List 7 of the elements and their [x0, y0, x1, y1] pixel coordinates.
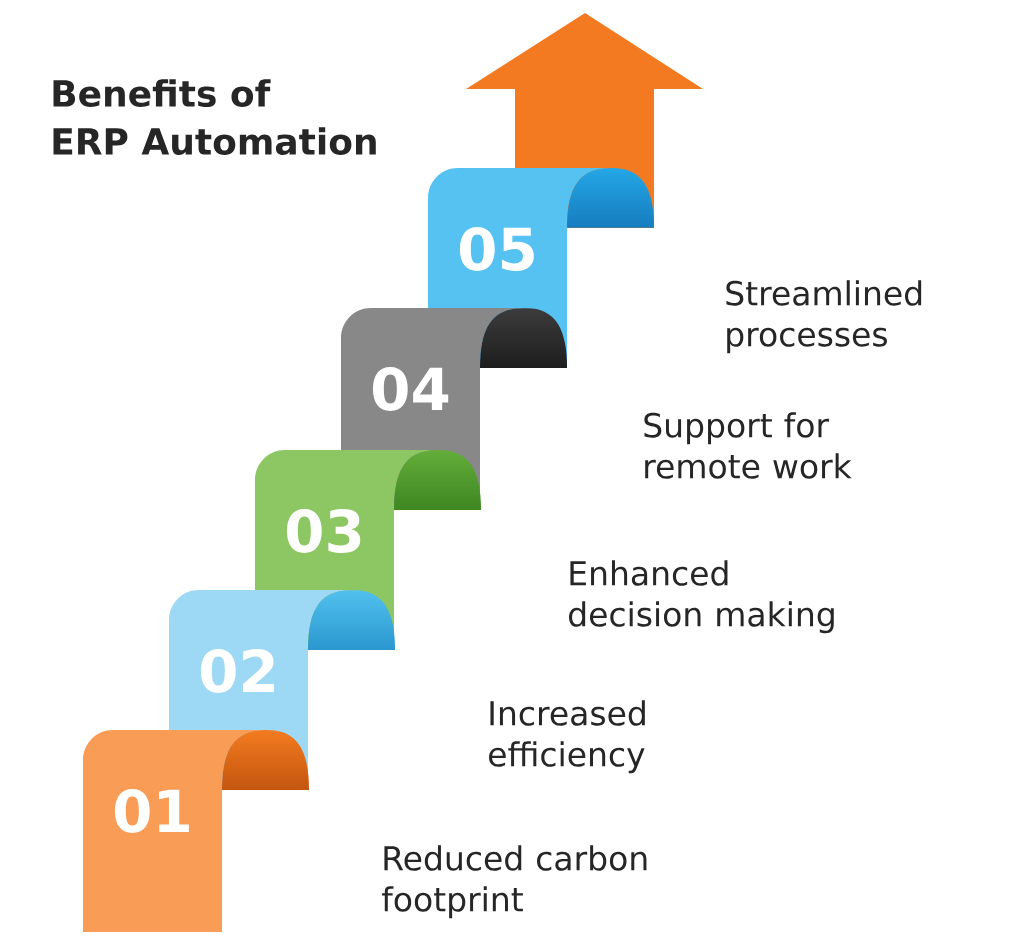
step-label: Increased efficiency [489, 700, 645, 774]
step-label: Enhanced decision making [569, 560, 834, 634]
step-label: Streamlined processes [726, 280, 922, 354]
step-label: Support for remote work [644, 412, 852, 479]
step-ribbon: 01 [83, 730, 309, 932]
step-label: Reduced carbon footprint [381, 845, 647, 919]
title: Benefits of ERP Automation [53, 79, 376, 156]
